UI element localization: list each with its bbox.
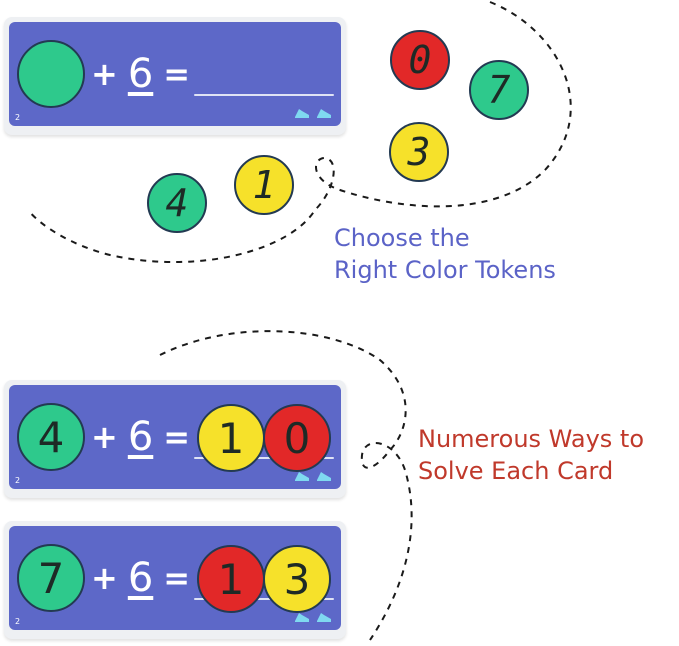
addend-number: 6	[127, 51, 154, 97]
number-token[interactable]: 1	[234, 155, 294, 215]
plus-sign: +	[91, 559, 118, 597]
number-token[interactable]: 7	[469, 60, 529, 120]
sneakers-icon	[293, 106, 333, 120]
plus-sign: +	[91, 418, 118, 456]
number-token[interactable]: 0	[390, 30, 450, 90]
sneakers-icon	[293, 610, 333, 624]
answer-token[interactable]: 0	[263, 404, 331, 472]
answer-token[interactable]: 1	[197, 404, 265, 472]
card-number: 2	[15, 617, 21, 626]
answer-line	[194, 598, 334, 600]
equals-sign: =	[163, 55, 191, 93]
caption-numerous-ways: Numerous Ways to Solve Each Card	[418, 423, 644, 487]
addend-number: 6	[127, 555, 154, 601]
caption-line: Choose the	[334, 224, 470, 252]
card-number: 2	[15, 113, 21, 122]
caption-line: Right Color Tokens	[334, 256, 556, 284]
sneakers-icon	[293, 469, 333, 483]
caption-choose-tokens: Choose the Right Color Tokens	[334, 222, 556, 286]
answer-line	[194, 457, 334, 459]
addend-token[interactable]: 4	[17, 403, 85, 471]
card-number: 2	[15, 476, 21, 485]
number-token[interactable]: 3	[389, 122, 449, 182]
answer-line	[194, 94, 334, 96]
equals-sign: =	[163, 418, 191, 456]
addend-slot[interactable]	[17, 40, 85, 108]
equation-card: 7 + 6 = 1 3 2	[4, 521, 346, 639]
answer-token[interactable]: 1	[197, 545, 265, 613]
answer-token[interactable]: 3	[263, 545, 331, 613]
caption-line: Numerous Ways to	[418, 425, 645, 453]
addend-token[interactable]: 7	[17, 544, 85, 612]
plus-sign: +	[91, 55, 118, 93]
equals-sign: =	[163, 559, 191, 597]
addend-number: 6	[127, 414, 154, 460]
caption-line: Solve Each Card	[418, 457, 614, 485]
equation-card: + 6 = 2	[4, 17, 346, 135]
equation-card: 4 + 6 = 1 0 2	[4, 380, 346, 498]
number-token[interactable]: 4	[147, 173, 207, 233]
